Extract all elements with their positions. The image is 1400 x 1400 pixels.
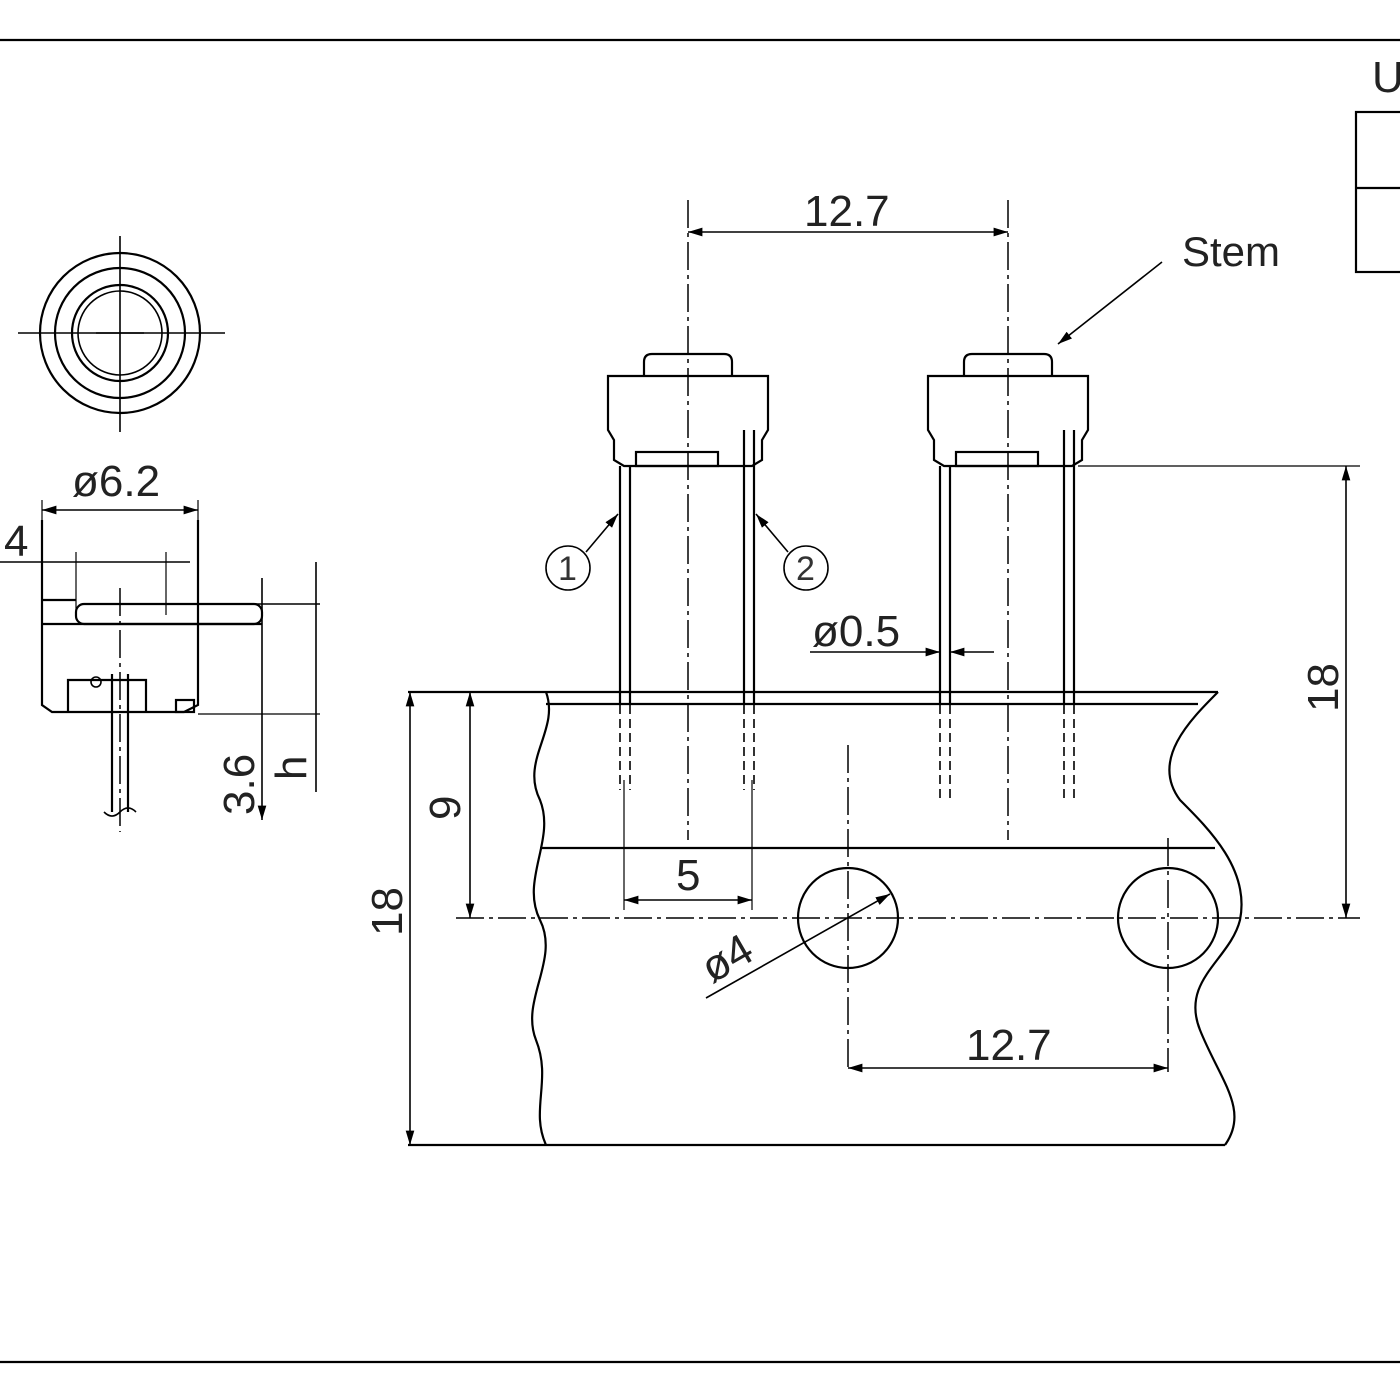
tact-switch-1 bbox=[606, 200, 770, 840]
stem-callout: Stem bbox=[1057, 228, 1280, 345]
terminal-2-label: 2 bbox=[796, 550, 815, 588]
dim-pitch-top: 12.7 bbox=[804, 187, 890, 236]
dim-18-right: 18 bbox=[1299, 663, 1348, 712]
dim-partial-4: 4 bbox=[4, 517, 28, 566]
tact-switch-2 bbox=[926, 200, 1090, 840]
dim-9: 9 bbox=[421, 796, 470, 820]
dim-18-left: 18 bbox=[363, 887, 412, 936]
drawing-frame bbox=[0, 38, 1400, 1364]
carrier-tape: ø4 12.7 18 9 5 bbox=[363, 690, 1360, 1147]
title-block: U bbox=[1354, 53, 1400, 274]
side-view: ø6.2 4 3.6 h bbox=[0, 457, 320, 832]
pin-diameter-dim: ø0.5 bbox=[810, 607, 994, 657]
dim-pitch-bottom: 12.7 bbox=[966, 1021, 1052, 1070]
terminal-callouts: 1 2 bbox=[545, 513, 829, 591]
top-view bbox=[18, 236, 225, 432]
dim-diameter-6-2: ø6.2 bbox=[72, 457, 160, 506]
terminal-1-label: 1 bbox=[558, 550, 577, 588]
dim-pitch-top-group: 12.7 bbox=[688, 187, 1008, 237]
dim-h: h bbox=[267, 756, 316, 780]
units-label: U bbox=[1372, 53, 1400, 102]
dim-18-right-group: 18 bbox=[1078, 465, 1360, 918]
dim-hole-diameter: ø4 bbox=[693, 925, 762, 993]
stem-label: Stem bbox=[1182, 228, 1280, 275]
dim-pin-diameter: ø0.5 bbox=[812, 607, 900, 656]
dim-3-6: 3.6 bbox=[215, 754, 264, 815]
dim-5: 5 bbox=[676, 851, 700, 900]
